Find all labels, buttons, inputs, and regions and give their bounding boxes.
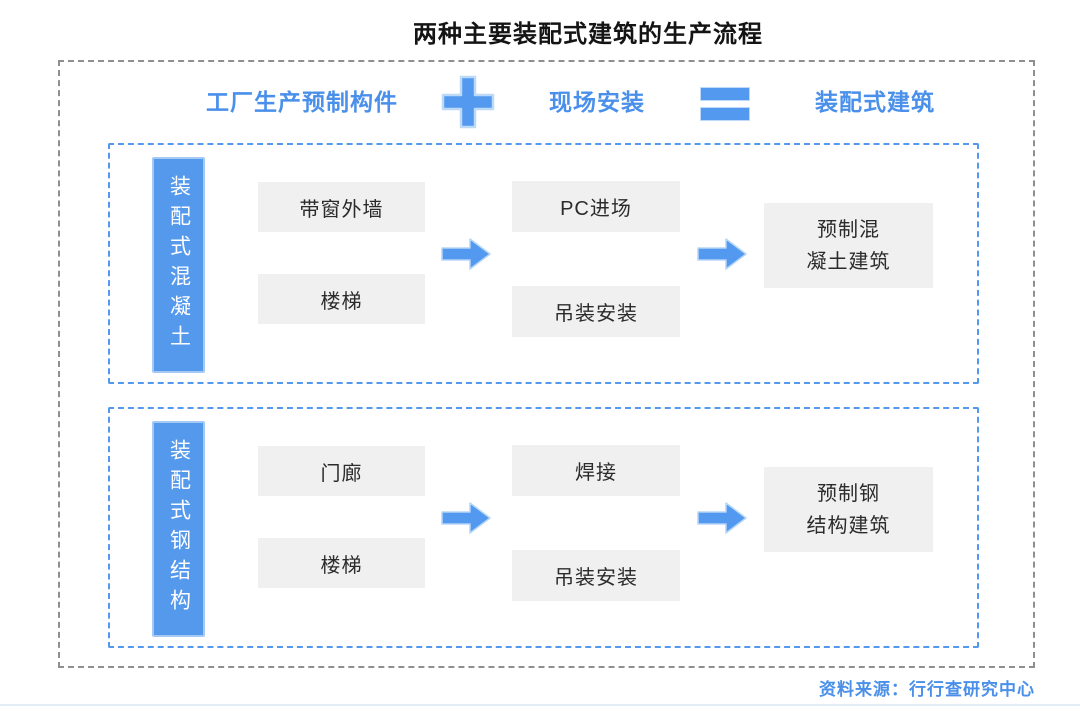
factory-item-box: 门廊 (258, 446, 425, 496)
factory-item-box: 楼梯 (258, 538, 425, 588)
data-source-credit: 资料来源：行行查研究中心 (819, 680, 1035, 699)
result-line: 预制混 (817, 218, 880, 241)
section-concrete: 装配式混凝土 带窗外墙 楼梯 PC进场 吊装安装 预制混 凝土建筑 (108, 143, 979, 384)
section-label-steel: 装配式钢结构 (152, 421, 205, 637)
equation-term-site: 现场安装 (549, 89, 645, 115)
site-step-box: 焊接 (512, 445, 680, 496)
site-step-box: PC进场 (512, 181, 680, 232)
arrow-right-icon (697, 502, 747, 534)
arrow-right-icon (441, 502, 491, 534)
result-line: 预制钢 (817, 482, 880, 505)
result-line: 凝土建筑 (806, 250, 891, 273)
diagram-frame: 工厂生产预制构件 现场安装 装配式建筑 装配式混凝土 带窗外墙 楼梯 PC进场 … (58, 60, 1035, 668)
site-step-box: 吊装安装 (512, 286, 680, 337)
factory-item-box: 楼梯 (258, 274, 425, 324)
equals-icon (700, 87, 750, 121)
arrow-right-icon (697, 238, 747, 270)
page-title: 两种主要装配式建筑的生产流程 (413, 21, 763, 48)
equals-bar-top (700, 87, 750, 101)
result-box-concrete: 预制混 凝土建筑 (764, 203, 933, 288)
section-steel: 装配式钢结构 门廊 楼梯 焊接 吊装安装 预制钢 结构建筑 (108, 407, 979, 648)
equation-term-result: 装配式建筑 (815, 89, 935, 115)
factory-item-box: 带窗外墙 (258, 182, 425, 232)
section-label-concrete: 装配式混凝土 (152, 157, 205, 373)
site-step-box: 吊装安装 (512, 550, 680, 601)
plus-icon (440, 74, 496, 130)
equation-term-factory: 工厂生产预制构件 (206, 89, 398, 115)
equals-bar-bottom (700, 107, 750, 121)
bottom-divider (0, 704, 1080, 706)
arrow-right-icon (441, 238, 491, 270)
result-box-steel: 预制钢 结构建筑 (764, 467, 933, 552)
result-line: 结构建筑 (806, 514, 891, 537)
